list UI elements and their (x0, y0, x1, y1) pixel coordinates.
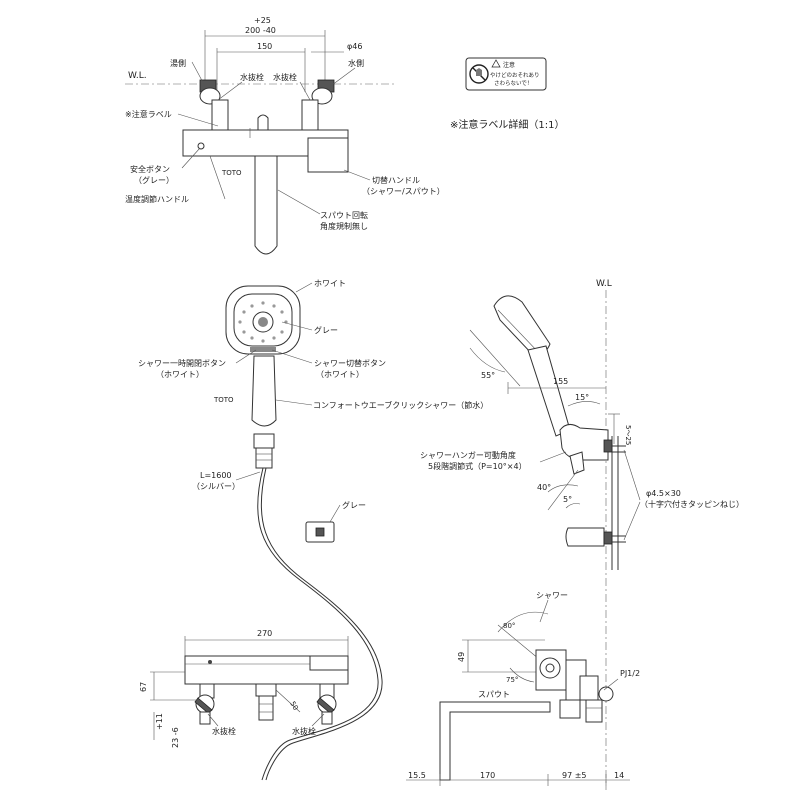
angle-5: 5° (563, 495, 572, 504)
dim-49: 49 (457, 652, 466, 662)
hanger-gray-label: グレー (342, 500, 366, 510)
dim-50: 50 (288, 700, 299, 712)
front-view: +25 200 -40 150 φ46 W.L. TOTO 湯側 水側 水抜栓 … (125, 16, 445, 255)
angle-15: 15° (575, 393, 589, 402)
caution-line-2: さわらないで！ (494, 80, 532, 87)
brand-shower: TOTO (213, 396, 234, 404)
switch-handle-label: 切替ハンドル (372, 175, 420, 185)
caution-detail-title: ※注意ラベル詳細（1:1） (450, 118, 564, 131)
angle-75: 75° (506, 676, 518, 684)
dim-150: 150 (257, 42, 272, 51)
wl-side: W.L (596, 279, 612, 289)
bottom-front-view: 270 67 +11 23 -6 50 水抜栓 水抜栓 (139, 629, 349, 748)
dim-67: 67 (139, 682, 148, 692)
dim-top-b: 200 -40 (245, 26, 276, 35)
drain-plug-bottom-1: 水抜栓 (212, 726, 236, 736)
dim-270: 270 (257, 629, 272, 638)
screw-sub: （十字穴付きタッピンねじ） (640, 499, 744, 509)
spout-rotation-sub: 角度規制無し (320, 221, 368, 231)
pj-label: PJ1/2 (620, 669, 640, 678)
side-view-shower: W.L 55° 155 15° 5～25 シャワーハンガー可動角度 5段階調節式… (420, 279, 744, 790)
dim-phi46: φ46 (347, 42, 362, 51)
pause-button-sub: （ホワイト） (156, 370, 204, 379)
hot-side-label: 湯側 (170, 58, 186, 68)
temp-handle-label: 温度調節ハンドル (125, 194, 189, 204)
drain-plug-label-1: 水抜栓 (240, 72, 264, 82)
drain-plug-bottom-2: 水抜栓 (292, 726, 316, 736)
spout-rotation-label: スパウト回転 (320, 211, 368, 220)
switch-button-sub: （ホワイト） (316, 370, 364, 379)
hanger-angle-label: シャワーハンガー可動角度 (420, 450, 516, 460)
white-label: ホワイト (314, 279, 346, 288)
shower-label: シャワー (536, 591, 568, 600)
hanger-angle-sub: 5段階調節式（P=10°×4） (428, 461, 527, 471)
dim-14: 14 (614, 771, 624, 780)
switch-button-label: シャワー切替ボタン (314, 358, 386, 368)
angle-40: 40° (537, 483, 551, 492)
pause-button-label: シャワー一時開閉ボタン (138, 359, 226, 368)
dim-5-25: 5～25 (624, 425, 632, 445)
dim-23-6: 23 -6 (171, 727, 180, 748)
dim-top-a: +25 (254, 16, 271, 25)
cold-side-label: 水側 (348, 58, 364, 68)
screw-label: φ4.5×30 (646, 489, 681, 498)
brand-front: TOTO (221, 169, 242, 177)
dim-155: 155 (553, 377, 568, 386)
dim-170: 170 (480, 771, 495, 780)
wl-label: W.L. (128, 71, 147, 81)
bottom-side-view: シャワー 80° 49 75° スパウト PJ1/2 15.5 170 97 (406, 591, 640, 786)
drain-plug-label-2: 水抜栓 (273, 72, 297, 82)
dim-97: 97 ±5 (562, 771, 587, 780)
angle-80: 80° (503, 622, 515, 630)
gray-label: グレー (314, 325, 338, 335)
safety-button-sub: （グレー） (134, 175, 174, 185)
dim-plus11: +11 (155, 713, 164, 730)
hose-length: L=1600 (200, 471, 232, 480)
product-label: コンフォートウエーブクリックシャワー（節水） (313, 400, 488, 410)
dim-15-5: 15.5 (408, 771, 426, 780)
caution-line-1: やけどのおそれあり (490, 71, 540, 79)
angle-55: 55° (481, 371, 495, 380)
safety-button-label: 安全ボタン (130, 164, 170, 174)
shower-head-view: TOTO ホワイト グレー シャワー一時開閉ボタン （ホワイト） シャワー切替ボ… (138, 279, 488, 781)
caution-heading: 注意 (503, 61, 515, 69)
switch-handle-sub: （シャワー/スパウト） (362, 187, 445, 196)
caution-label-detail: 注意 やけどのおそれあり さわらないで！ ※注意ラベル詳細（1:1） (450, 57, 564, 131)
caution-label: ※注意ラベル (125, 109, 172, 119)
spout-label: スパウト (478, 690, 510, 699)
hose-color: （シルバー） (192, 482, 240, 491)
